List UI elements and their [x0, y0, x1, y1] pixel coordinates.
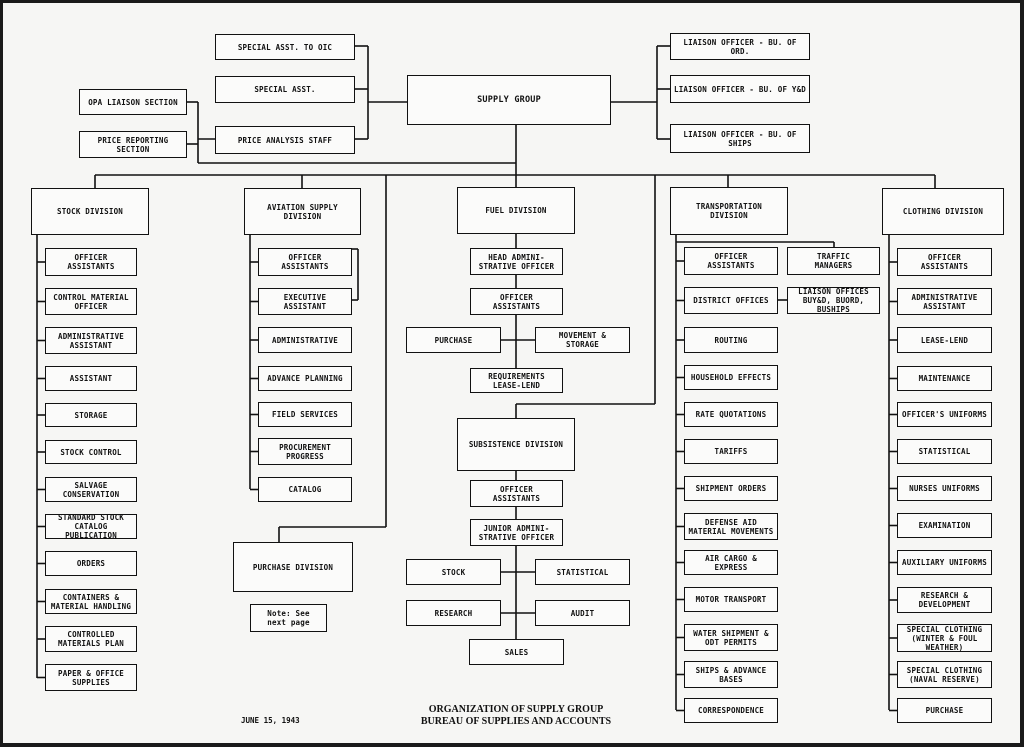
clothing-item: NURSES UNIFORMS — [897, 476, 992, 501]
aviation-item: FIELD SERVICES — [258, 402, 352, 427]
clothing-item: STATISTICAL — [897, 439, 992, 464]
stock-item: ASSISTANT — [45, 366, 137, 391]
transport-item: SHIPMENT ORDERS — [684, 476, 778, 501]
fuel-division-box: FUEL DIVISION — [457, 187, 575, 234]
supply-group-box: SUPPLY GROUP — [407, 75, 611, 125]
clothing-item: OFFICER ASSISTANTS — [897, 248, 992, 276]
subsistence-division-box: SUBSISTENCE DIVISION — [457, 418, 575, 471]
transport-item: TARIFFS — [684, 439, 778, 464]
transport-traffic-managers-box: TRAFFIC MANAGERS — [787, 247, 880, 275]
stock-item: CONTROL MATERIAL OFFICER — [45, 288, 137, 315]
aviation-division-box: AVIATION SUPPLY DIVISION — [244, 188, 361, 235]
clothing-item: EXAMINATION — [897, 513, 992, 538]
subsistence-statistical-box: STATISTICAL — [535, 559, 630, 585]
subsistence-junior-officer-box: JUNIOR ADMINI- STRATIVE OFFICER — [470, 519, 563, 546]
fuel-officer-assistants-box: OFFICER ASSISTANTS — [470, 288, 563, 315]
transportation-division-box: TRANSPORTATION DIVISION — [670, 187, 788, 235]
transport-liaison-offices-box: LIAISON OFFICES BUY&D, BUORD, BUSHIPS — [787, 287, 880, 314]
clothing-division-box: CLOTHING DIVISION — [882, 188, 1004, 235]
special-asst-oic-box: SPECIAL ASST. TO OIC — [215, 34, 355, 60]
transport-item: WATER SHIPMENT & ODT PERMITS — [684, 624, 778, 651]
fuel-movement-box: MOVEMENT & STORAGE — [535, 327, 630, 353]
aviation-item: ADVANCE PLANNING — [258, 366, 352, 391]
clothing-item: LEASE-LEND — [897, 327, 992, 353]
transport-item: RATE QUOTATIONS — [684, 402, 778, 427]
stock-item: STORAGE — [45, 403, 137, 427]
clothing-item: MAINTENANCE — [897, 366, 992, 391]
subsistence-stock-box: STOCK — [406, 559, 501, 585]
stock-division-box: STOCK DIVISION — [31, 188, 149, 235]
liaison-ord-box: LIAISON OFFICER - BU. OF ORD. — [670, 33, 810, 60]
transport-item: DEFENSE AID MATERIAL MOVEMENTS — [684, 513, 778, 540]
transport-item: MOTOR TRANSPORT — [684, 587, 778, 612]
fuel-purchase-box: PURCHASE — [406, 327, 501, 353]
aviation-item: PROCUREMENT PROGRESS — [258, 438, 352, 465]
fuel-requirements-box: REQUIREMENTS LEASE-LEND — [470, 368, 563, 393]
stock-item: STOCK CONTROL — [45, 440, 137, 464]
purchase-division-box: PURCHASE DIVISION — [233, 542, 353, 592]
special-asst-box: SPECIAL ASST. — [215, 76, 355, 103]
transport-item: HOUSEHOLD EFFECTS — [684, 365, 778, 390]
stock-item: SALVAGE CONSERVATION — [45, 477, 137, 502]
aviation-item: EXECUTIVE ASSISTANT — [258, 288, 352, 315]
subsistence-sales-box: SALES — [469, 639, 564, 665]
chart-caption-line1: ORGANIZATION OF SUPPLY GROUP — [428, 704, 604, 715]
chart-caption-line2: BUREAU OF SUPPLIES AND ACCOUNTS — [420, 716, 612, 727]
transport-item: DISTRICT OFFICES — [684, 287, 778, 314]
transport-item: SHIPS & ADVANCE BASES — [684, 661, 778, 688]
subsistence-research-box: RESEARCH — [406, 600, 501, 626]
chart-date: JUNE 15, 1943 — [241, 716, 300, 725]
aviation-item: OFFICER ASSISTANTS — [258, 248, 352, 276]
clothing-item: SPECIAL CLOTHING (WINTER & FOUL WEATHER) — [897, 624, 992, 652]
stock-item: ADMINISTRATIVE ASSISTANT — [45, 327, 137, 354]
liaison-ships-box: LIAISON OFFICER - BU. OF SHIPS — [670, 124, 810, 153]
purchase-division-note: Note: See next page — [250, 604, 327, 632]
fuel-head-officer-box: HEAD ADMINI- STRATIVE OFFICER — [470, 248, 563, 275]
subsistence-audit-box: AUDIT — [535, 600, 630, 626]
clothing-item: AUXILIARY UNIFORMS — [897, 550, 992, 575]
stock-item: STANDARD STOCK CATALOG PUBLICATION — [45, 514, 137, 539]
transport-item: ROUTING — [684, 327, 778, 353]
aviation-item: CATALOG — [258, 477, 352, 502]
stock-item: OFFICER ASSISTANTS — [45, 248, 137, 276]
clothing-item: ADMINISTRATIVE ASSISTANT — [897, 288, 992, 315]
stock-item: PAPER & OFFICE SUPPLIES — [45, 664, 137, 691]
transport-item: CORRESPONDENCE — [684, 698, 778, 723]
price-reporting-box: PRICE REPORTING SECTION — [79, 131, 187, 158]
clothing-item: RESEARCH & DEVELOPMENT — [897, 587, 992, 613]
liaison-yd-box: LIAISON OFFICER - BU. OF Y&D — [670, 75, 810, 103]
price-analysis-box: PRICE ANALYSIS STAFF — [215, 126, 355, 154]
stock-item: CONTAINERS & MATERIAL HANDLING — [45, 589, 137, 614]
clothing-item: PURCHASE — [897, 698, 992, 723]
transport-officer-box: OFFICER ASSISTANTS — [684, 247, 778, 275]
clothing-item: SPECIAL CLOTHING (NAVAL RESERVE) — [897, 661, 992, 688]
opa-liaison-box: OPA LIAISON SECTION — [79, 89, 187, 115]
aviation-item: ADMINISTRATIVE — [258, 327, 352, 353]
stock-item: ORDERS — [45, 551, 137, 576]
clothing-item: OFFICER'S UNIFORMS — [897, 402, 992, 427]
stock-item: CONTROLLED MATERIALS PLAN — [45, 626, 137, 652]
transport-item: AIR CARGO & EXPRESS — [684, 550, 778, 575]
subsistence-officer-box: OFFICER ASSISTANTS — [470, 480, 563, 507]
